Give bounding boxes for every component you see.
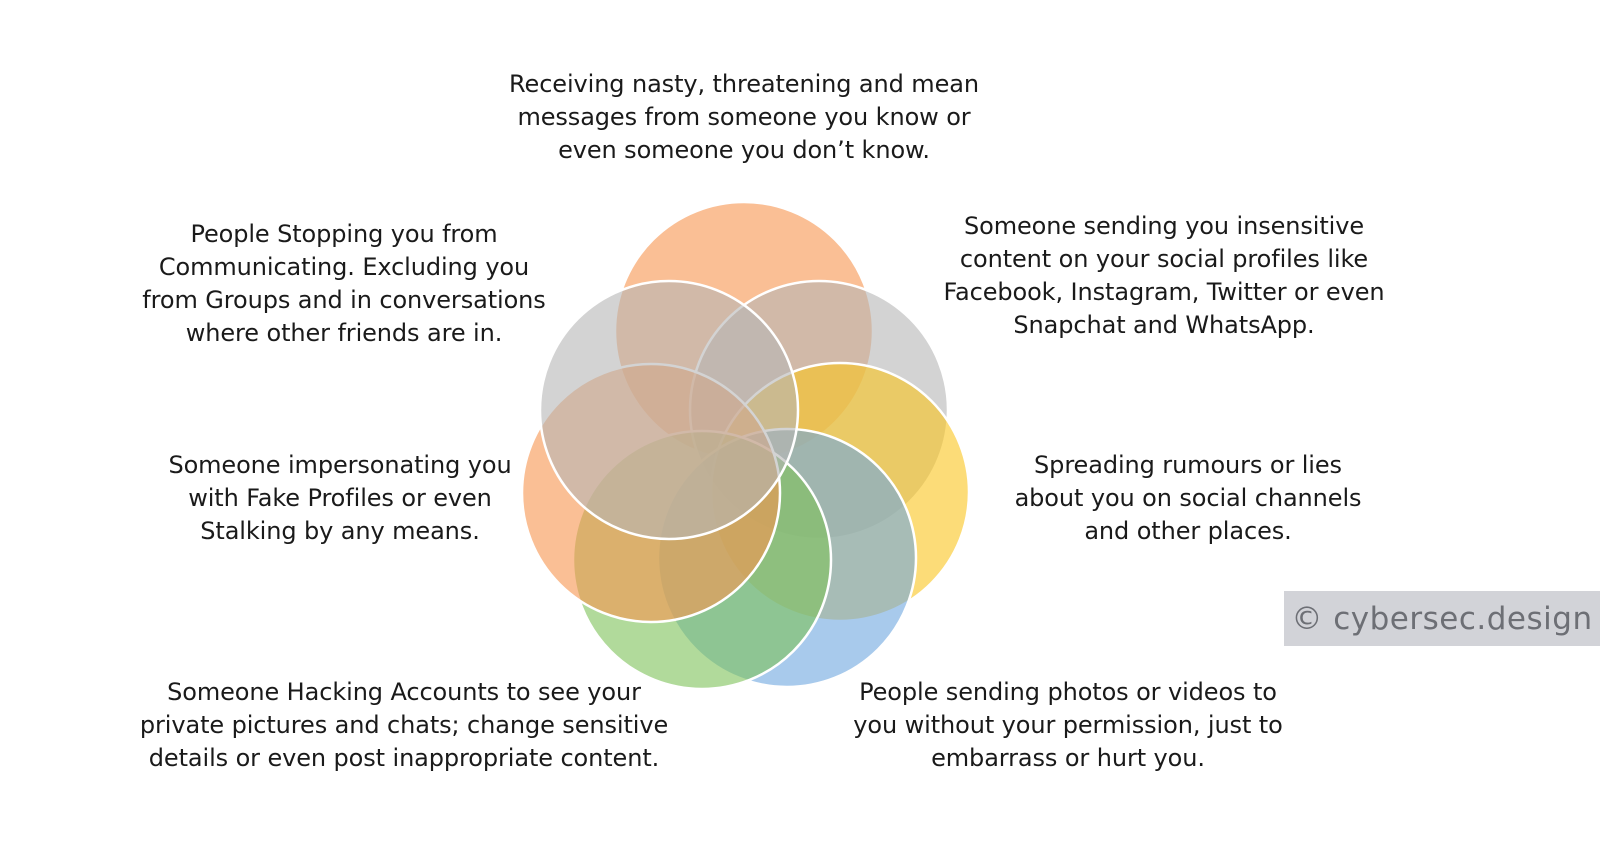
- caption-line: Spreading rumours or lies: [1034, 451, 1342, 479]
- caption-line: even someone you don’t know.: [558, 136, 930, 164]
- watermark: © cybersec.design: [1284, 591, 1600, 646]
- caption-account-hacking: Someone Hacking Accounts to see your priv…: [104, 676, 704, 775]
- caption-unwanted-media: People sending photos or videos to you wi…: [808, 676, 1328, 775]
- caption-line: People sending photos or videos to: [859, 678, 1277, 706]
- circle-gray-left: [538, 279, 800, 541]
- caption-line: you without your permission, just to: [853, 711, 1283, 739]
- caption-rumours: Spreading rumours or lies about you on so…: [968, 449, 1408, 548]
- caption-line: and other places.: [1084, 517, 1292, 545]
- caption-threatening-messages: Receiving nasty, threatening and mean mes…: [444, 68, 1044, 167]
- caption-line: from Groups and in conversations: [142, 286, 546, 314]
- caption-line: Facebook, Instagram, Twitter or even: [943, 278, 1385, 306]
- caption-line: Communicating. Excluding you: [158, 253, 530, 281]
- caption-line: content on your social profiles like: [959, 245, 1369, 273]
- caption-insensitive-content: Someone sending you insensitive content o…: [904, 210, 1424, 342]
- caption-line: Someone impersonating you: [168, 451, 512, 479]
- caption-line: messages from someone you know or: [517, 103, 971, 131]
- caption-line: about you on social channels: [1014, 484, 1362, 512]
- caption-line: People Stopping you from: [190, 220, 498, 248]
- watermark-text: © cybersec.design: [1291, 600, 1593, 637]
- caption-line: Stalking by any means.: [200, 517, 480, 545]
- caption-line: private pictures and chats; change sensi…: [139, 711, 669, 739]
- caption-line: embarrass or hurt you.: [931, 744, 1205, 772]
- caption-line: Receiving nasty, threatening and mean: [509, 70, 979, 98]
- caption-impersonation: Someone impersonating you with Fake Profi…: [120, 449, 560, 548]
- caption-line: Someone Hacking Accounts to see your: [167, 678, 641, 706]
- caption-line: Someone sending you insensitive: [963, 212, 1364, 240]
- caption-line: where other friends are in.: [185, 319, 503, 347]
- caption-line: with Fake Profiles or even: [188, 484, 492, 512]
- caption-line: Snapchat and WhatsApp.: [1013, 311, 1315, 339]
- caption-line: details or even post inappropriate conte…: [148, 744, 660, 772]
